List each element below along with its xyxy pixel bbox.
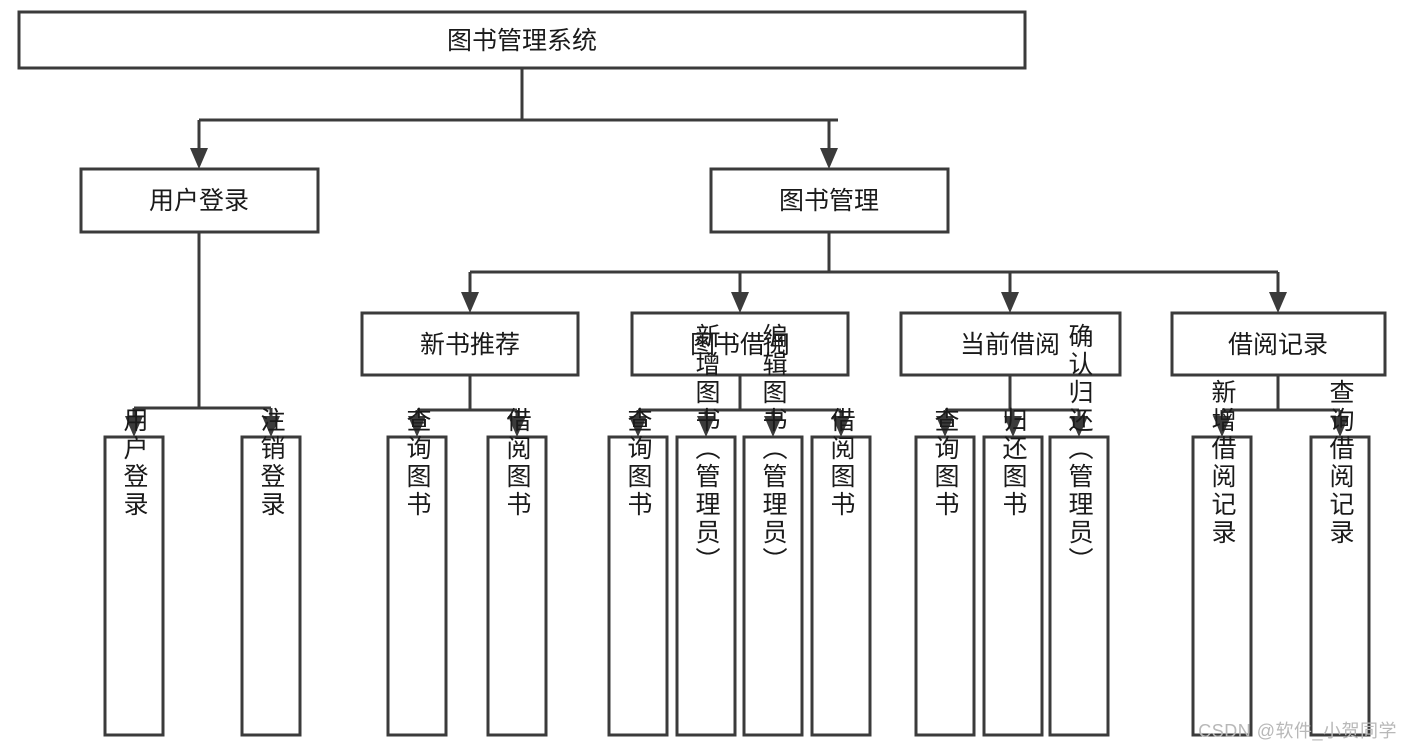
arrow-head-icon: [1070, 416, 1088, 437]
leaf-node-current-borrow-1[interactable]: 归还图书: [982, 407, 1044, 737]
leaf-node-new-book-rec-0[interactable]: 查询图书: [386, 407, 448, 737]
node-box: [810, 435, 872, 737]
node-user-login[interactable]: 用户登录: [79, 167, 320, 234]
node-book-manage[interactable]: 图书管理: [709, 167, 950, 234]
leaf-node-user-login-1[interactable]: 注销登录: [240, 407, 302, 737]
node-book-borrow[interactable]: 图书借阅: [630, 311, 850, 377]
leaf-node-user-login-0[interactable]: 用户登录: [103, 407, 165, 737]
leaf-node-book-borrow-1[interactable]: 新增图书（管理员）: [675, 323, 737, 737]
leaf-label: 编辑图书（管理员）: [759, 323, 788, 575]
leaf-label: 新增图书（管理员）: [692, 323, 721, 575]
node-box: [79, 167, 320, 234]
leaf-label: 借阅图书: [827, 407, 856, 519]
node-box: [675, 435, 737, 737]
arrow-head-icon: [262, 416, 280, 437]
node-box: [360, 311, 580, 377]
arrow-head-icon: [1331, 416, 1349, 437]
leaf-label: 注销登录: [257, 407, 286, 519]
node-box: [709, 167, 950, 234]
leaf-label: 用户登录: [120, 407, 149, 519]
connector-borrow-record-to-leaves: [1213, 375, 1349, 437]
node-root[interactable]: 图书管理系统: [17, 10, 1027, 70]
arrow-head-icon: [936, 416, 954, 437]
leaf-label: 查询图书: [624, 407, 653, 519]
leaf-label: 查询图书: [403, 407, 432, 519]
node-box: [742, 435, 804, 737]
leaf-label: 借阅图书: [503, 407, 532, 519]
arrow-head-icon: [1269, 292, 1287, 313]
node-box: [982, 435, 1044, 737]
leaf-node-current-borrow-2[interactable]: 确认归还（管理员）: [1048, 323, 1110, 737]
connector-new-book-rec-to-leaves: [408, 375, 526, 437]
node-label-book-manage: 图书管理: [779, 187, 879, 215]
node-borrow-record[interactable]: 借阅记录: [1170, 311, 1387, 377]
node-new-book-rec[interactable]: 新书推荐: [360, 311, 580, 377]
node-label-user-login: 用户登录: [149, 187, 249, 215]
node-box: [1309, 435, 1371, 737]
leaf-node-book-borrow-2[interactable]: 编辑图书（管理员）: [742, 323, 804, 737]
node-label-root: 图书管理系统: [447, 27, 597, 55]
arrow-head-icon: [408, 416, 426, 437]
bus-trim-mask: [838, 112, 1394, 128]
node-label-new-book-rec: 新书推荐: [420, 331, 520, 359]
node-box: [914, 435, 976, 737]
node-box: [607, 435, 669, 737]
leaf-node-current-borrow-0[interactable]: 查询图书: [914, 407, 976, 737]
node-box: [17, 10, 1027, 70]
arrow-head-icon: [764, 416, 782, 437]
node-box: [899, 311, 1122, 377]
arrow-head-icon: [1001, 292, 1019, 313]
node-label-borrow-record: 借阅记录: [1228, 331, 1328, 359]
node-box: [630, 311, 850, 377]
node-box: [486, 435, 548, 737]
arrow-head-icon: [461, 292, 479, 313]
node-box: [103, 435, 165, 737]
arrow-head-icon: [820, 148, 838, 169]
node-box: [1170, 311, 1387, 377]
arrow-head-icon: [629, 416, 647, 437]
node-label-book-borrow: 图书借阅: [690, 331, 790, 359]
connector-book-manage-to-level3: [461, 232, 1287, 313]
leaf-label: 查询借阅记录: [1326, 379, 1355, 547]
arrow-head-icon: [731, 292, 749, 313]
leaf-label: 归还图书: [999, 407, 1028, 519]
leaf-node-borrow-record-1[interactable]: 查询借阅记录: [1309, 379, 1371, 737]
leaf-node-book-borrow-0[interactable]: 查询图书: [607, 407, 669, 737]
node-box: [1191, 435, 1253, 737]
connector-user-login-to-leaves: [125, 232, 280, 437]
arrow-head-icon: [832, 416, 850, 437]
arrow-head-icon: [1213, 416, 1231, 437]
node-current-borrow[interactable]: 当前借阅: [899, 311, 1122, 377]
arrow-head-icon: [697, 416, 715, 437]
connector-book-borrow-to-leaves: [629, 375, 850, 437]
connector-current-borrow-to-leaves: [936, 375, 1088, 437]
node-label-current-borrow: 当前借阅: [960, 331, 1060, 359]
arrow-head-icon: [1004, 416, 1022, 437]
arrow-head-icon: [125, 416, 143, 437]
leaf-node-borrow-record-0[interactable]: 新增借阅记录: [1191, 379, 1253, 737]
leaf-label: 查询图书: [931, 407, 960, 519]
leaf-node-new-book-rec-1[interactable]: 借阅图书: [486, 407, 548, 737]
node-box: [386, 435, 448, 737]
node-box: [240, 435, 302, 737]
arrow-head-icon: [190, 148, 208, 169]
leaf-node-book-borrow-3[interactable]: 借阅图书: [810, 407, 872, 737]
leaf-label: 确认归还（管理员）: [1065, 323, 1094, 575]
leaf-label: 新增借阅记录: [1208, 379, 1237, 547]
node-box: [1048, 435, 1110, 737]
arrow-head-icon: [508, 416, 526, 437]
